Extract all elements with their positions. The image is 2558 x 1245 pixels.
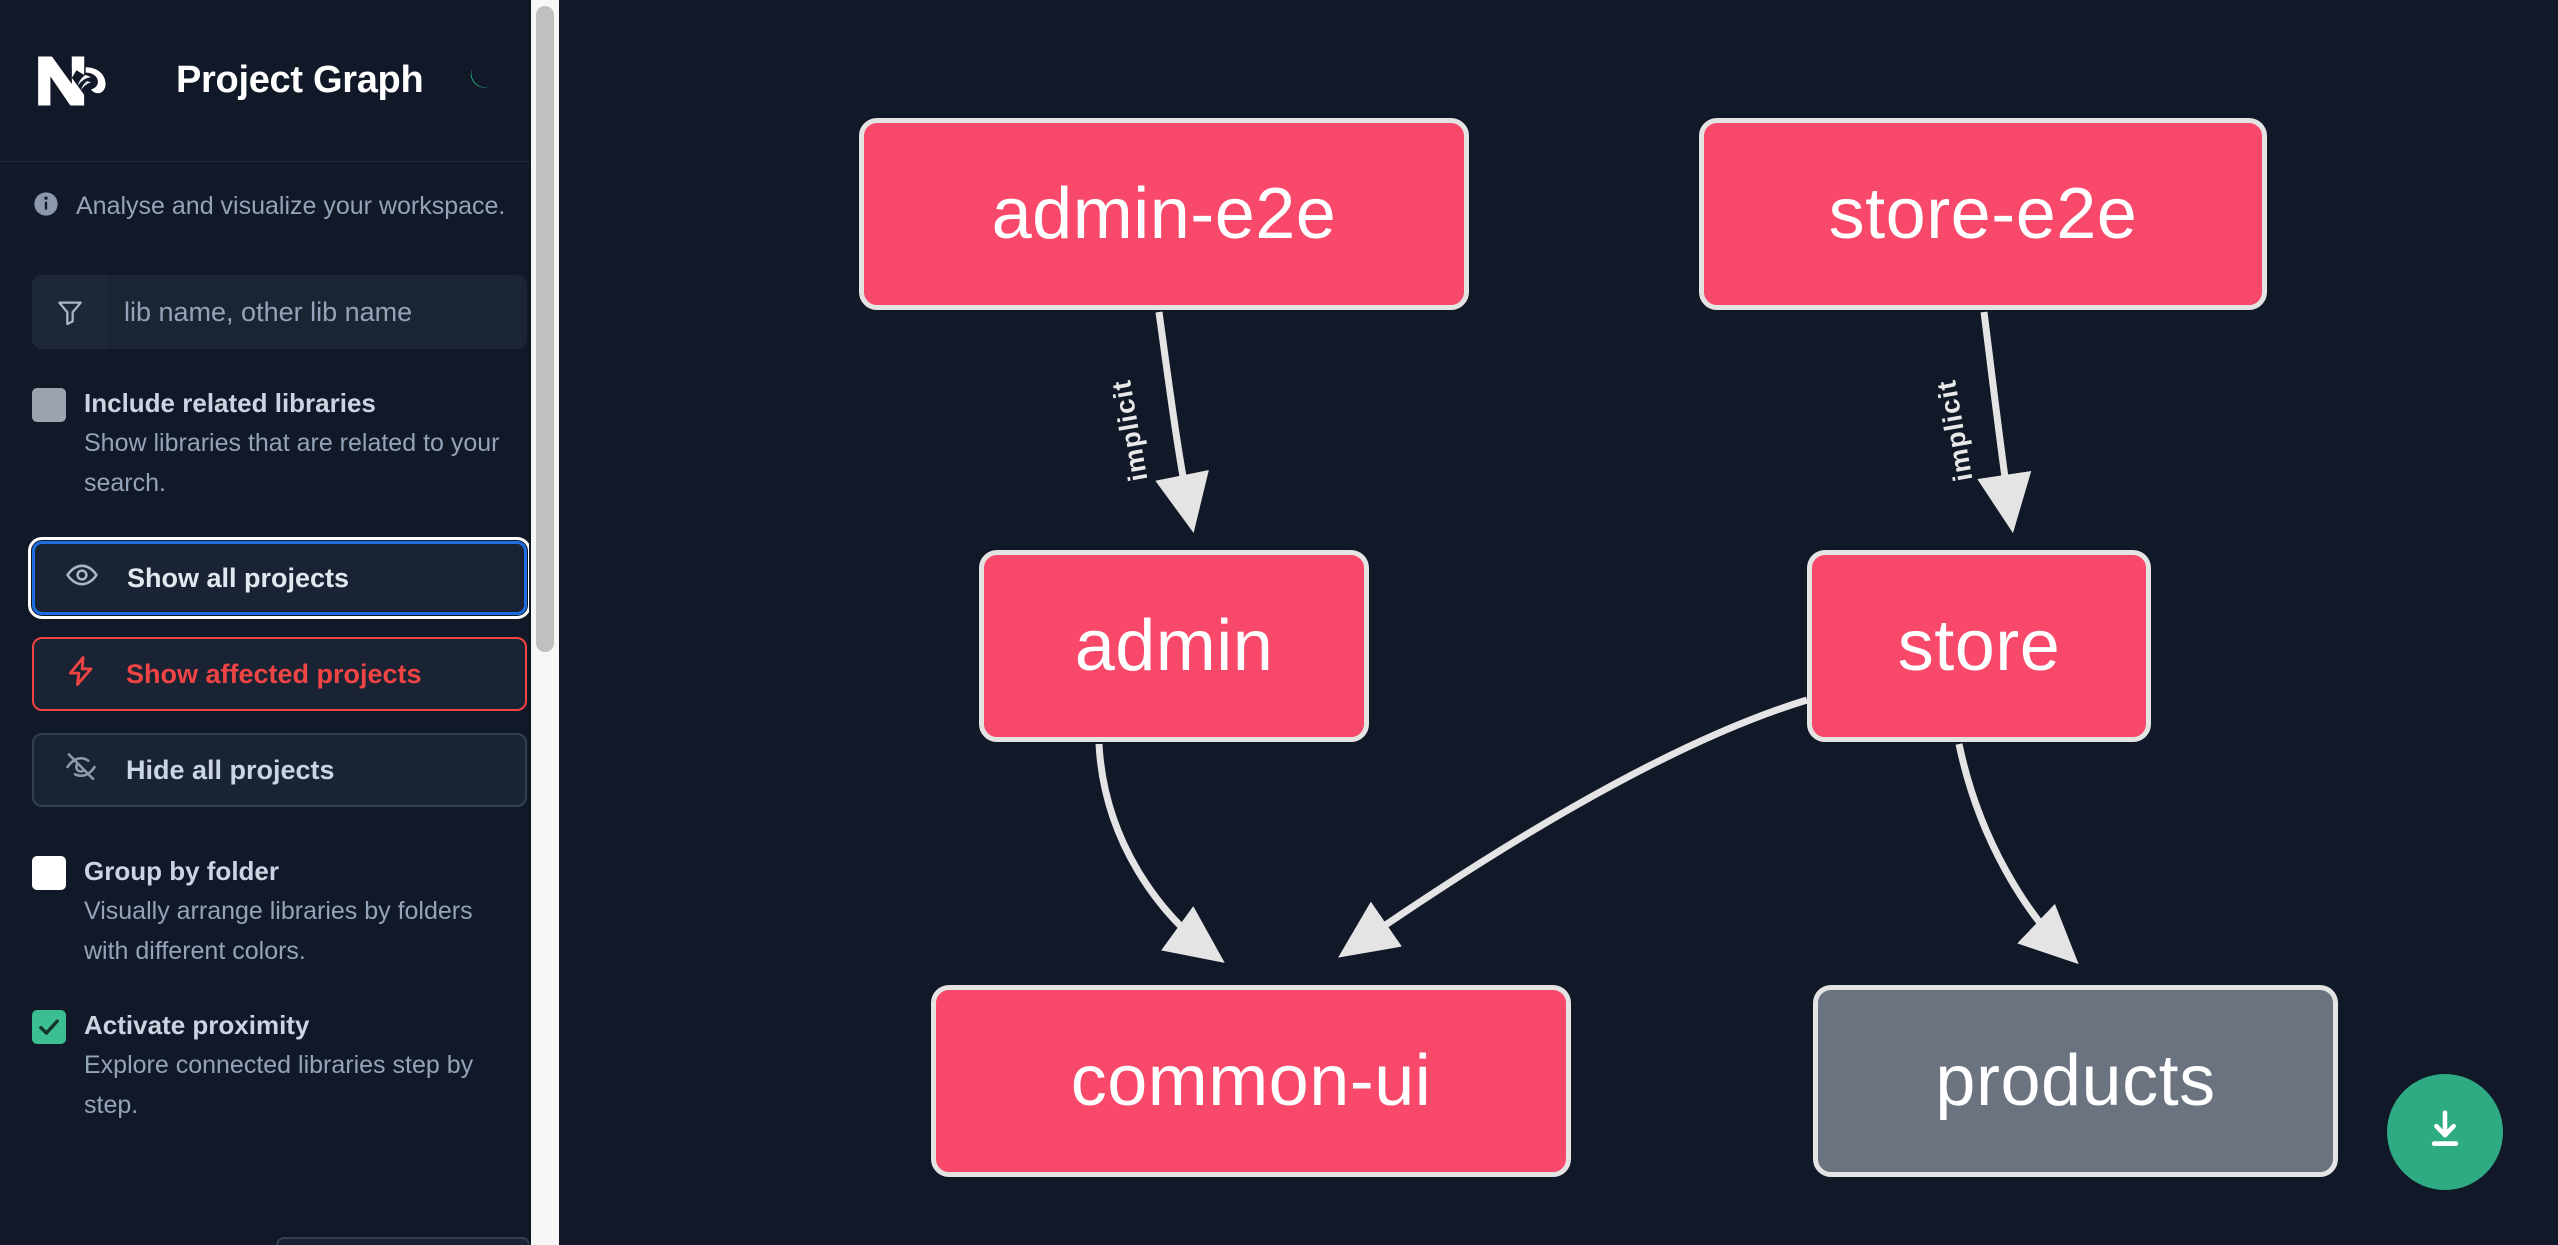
- activate-proximity-description: Explore connected libraries step by step…: [84, 1051, 474, 1119]
- option-activate-proximity[interactable]: Activate proximity Explore connected lib…: [0, 971, 559, 1125]
- graph-node-label: products: [1935, 1041, 2216, 1121]
- download-button[interactable]: [2387, 1074, 2503, 1190]
- edge-store-e2e-to-store: [1977, 311, 2032, 534]
- filter-box[interactable]: [32, 275, 527, 349]
- lightning-bolt-icon: [64, 654, 98, 695]
- eye-off-icon: [64, 750, 98, 791]
- edge-store-to-products: [1955, 743, 2079, 965]
- funnel-icon: [32, 275, 108, 349]
- include-related-libraries-label: Include related libraries: [84, 388, 376, 418]
- graph-node-label: store: [1897, 606, 2061, 686]
- info-icon: [32, 190, 60, 223]
- sidebar-divider: [529, 0, 531, 1245]
- graph-node-store-e2e[interactable]: store-e2e: [1699, 118, 2267, 310]
- edge-admin-e2e-to-admin: [1155, 311, 1209, 534]
- graph-action-buttons: Show all projects Show affected projects: [0, 503, 559, 807]
- graph-edges: [1095, 311, 2079, 965]
- graph-node-label: admin-e2e: [991, 174, 1337, 254]
- page-title: Project Graph: [176, 59, 424, 101]
- graph-node-common-ui[interactable]: common-ui: [931, 985, 1571, 1177]
- graph-node-store[interactable]: store: [1807, 550, 2151, 742]
- show-affected-projects-label: Show affected projects: [126, 658, 422, 689]
- include-related-libraries-checkbox[interactable]: [32, 388, 66, 422]
- tagline-text: Analyse and visualize your workspace.: [76, 192, 506, 220]
- hide-all-projects-label: Hide all projects: [126, 754, 335, 785]
- edge-admin-to-common-ui: [1095, 743, 1225, 963]
- sidebar: Project Graph Analyse and visualize your…: [0, 0, 559, 1245]
- graph-node-label: admin: [1074, 606, 1274, 686]
- tagline-row: Analyse and visualize your workspace.: [0, 162, 559, 223]
- sidebar-header: Project Graph: [0, 0, 559, 162]
- download-icon: [2419, 1104, 2471, 1161]
- group-by-folder-description: Visually arrange libraries by folders wi…: [84, 897, 473, 965]
- proximity-stepper-group[interactable]: [276, 1237, 530, 1245]
- graph-node-admin[interactable]: admin: [979, 550, 1369, 742]
- activate-proximity-checkbox[interactable]: [32, 1010, 66, 1044]
- nx-logo-icon: [32, 49, 124, 113]
- group-by-folder-label: Group by folder: [84, 856, 279, 886]
- option-include-related-libraries[interactable]: Include related libraries Show libraries…: [0, 349, 559, 503]
- graph-node-label: store-e2e: [1828, 174, 2138, 254]
- show-affected-projects-button[interactable]: Show affected projects: [32, 637, 527, 711]
- show-all-projects-label: Show all projects: [127, 562, 350, 593]
- filter-section: [0, 223, 559, 349]
- option-group-by-folder[interactable]: Group by folder Visually arrange librari…: [0, 807, 559, 971]
- edge-store-to-common-ui: [1338, 696, 1809, 958]
- graph-canvas[interactable]: admin-e2e store-e2e admin store common-u…: [559, 0, 2558, 1245]
- activate-proximity-label: Activate proximity: [84, 1010, 310, 1040]
- hide-all-projects-button[interactable]: Hide all projects: [32, 733, 527, 807]
- eye-icon: [65, 558, 99, 599]
- graph-node-admin-e2e[interactable]: admin-e2e: [859, 118, 1469, 310]
- sidebar-scrollbar-thumb[interactable]: [536, 6, 554, 652]
- include-related-libraries-description: Show libraries that are related to your …: [84, 429, 500, 497]
- group-by-folder-checkbox[interactable]: [32, 856, 66, 890]
- show-all-projects-button[interactable]: Show all projects: [28, 537, 531, 619]
- graph-node-label: common-ui: [1070, 1041, 1432, 1121]
- sidebar-scrollbar[interactable]: [531, 0, 559, 1245]
- search-input[interactable]: [108, 275, 527, 349]
- moon-icon[interactable]: [457, 61, 497, 101]
- graph-node-products[interactable]: products: [1813, 985, 2338, 1177]
